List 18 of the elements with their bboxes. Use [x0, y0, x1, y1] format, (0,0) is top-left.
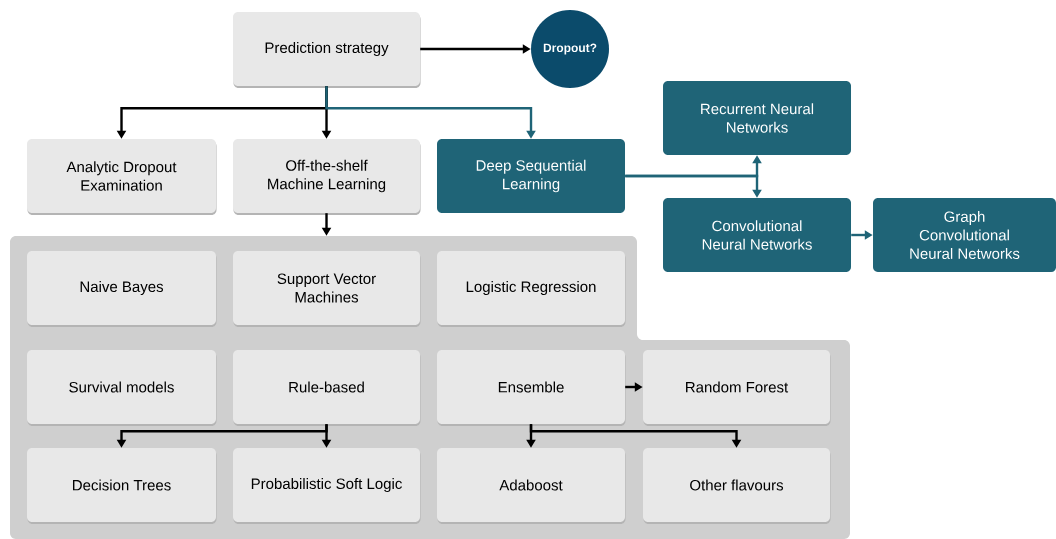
- process-box: Recurrent Neural Networks: [663, 81, 851, 155]
- process-box: Logistic Regression: [437, 251, 626, 327]
- process-box: Decision Trees: [27, 448, 217, 524]
- process-box: Off-the-shelf Machine Learning: [233, 139, 421, 215]
- process-box: Random Forest: [643, 350, 831, 426]
- process-box: Analytic Dropout Examination: [27, 139, 217, 215]
- process-box: Rule-based: [233, 350, 421, 426]
- process-box: Adaboost: [437, 448, 626, 524]
- process-box: Prediction strategy: [233, 12, 421, 88]
- process-box: Probabilistic Soft Logic: [233, 448, 421, 524]
- process-box: Other flavours: [643, 448, 831, 524]
- process-box: Support Vector Machines: [233, 251, 421, 327]
- process-box: Naive Bayes: [27, 251, 217, 327]
- process-box: Deep Sequential Learning: [437, 139, 625, 213]
- process-box: Convolutional Neural Networks: [663, 198, 851, 272]
- process-box: Survival models: [27, 350, 217, 426]
- process-box: Graph Convolutional Neural Networks: [873, 198, 1056, 272]
- process-box: Ensemble: [437, 350, 626, 426]
